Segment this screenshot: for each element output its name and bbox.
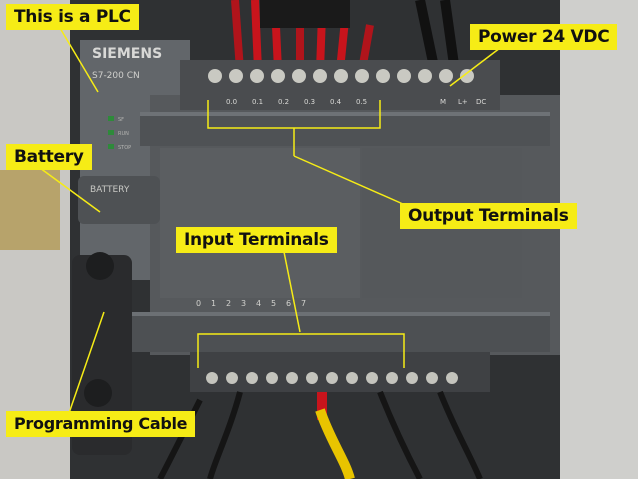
battery-cover [78, 176, 160, 224]
led-label: STOP [118, 145, 131, 151]
model-label: S7-200 CN [92, 71, 140, 81]
input-channel-label: 1 [211, 299, 216, 308]
terminal-label: 0.2 [278, 98, 289, 106]
top-screws [208, 69, 474, 83]
black-wire-bottom [437, 390, 483, 479]
yellow-wire [315, 408, 355, 479]
input-channel-label: 0 [196, 299, 201, 308]
right-wall [560, 0, 638, 479]
input-terminals-callout: Input Terminals [176, 227, 337, 253]
input-channel-label: 4 [256, 299, 261, 308]
terminal-label: 0.0 [226, 98, 237, 106]
status-leds: SF RUN STOP [108, 116, 131, 151]
red-wires [231, 0, 374, 71]
black-wire-bottom [377, 390, 423, 479]
upper-ridge-highlight [140, 112, 550, 116]
programming-cable-callout: Programming Cable [6, 411, 196, 437]
output-terminals-callout: Output Terminals [400, 203, 577, 229]
led-label: SF [118, 117, 124, 123]
terminal-label: DC [476, 98, 486, 106]
lower-ridge [120, 312, 550, 352]
upper-ridge [140, 112, 550, 146]
led-label: RUN [118, 131, 129, 137]
battery-label: BATTERY [90, 185, 130, 195]
cable-thumbscrew [84, 379, 112, 407]
plc-callout: This is a PLC [6, 4, 139, 30]
front-cover-left [160, 148, 360, 298]
input-channel-label: 5 [271, 299, 276, 308]
bottom-screws [206, 372, 458, 384]
terminal-label: L+ [458, 98, 468, 106]
terminal-label: 0.4 [330, 98, 342, 106]
terminal-label: 0.1 [252, 98, 263, 106]
black-wire-bottom [207, 391, 243, 479]
din-bracket [0, 170, 60, 250]
brand-logo: SIEMENS [92, 46, 162, 62]
terminal-label: M [440, 98, 446, 106]
cable-thumbscrew [86, 252, 114, 280]
terminal-label: 0.3 [304, 98, 315, 106]
input-channel-label: 2 [226, 299, 231, 308]
lower-ridge-highlight [120, 312, 550, 316]
input-channel-label: 6 [286, 299, 291, 308]
battery-callout: Battery [6, 144, 92, 170]
input-channel-label: 7 [301, 299, 306, 308]
wire-bundle [260, 0, 350, 28]
input-channel-label: 3 [241, 299, 246, 308]
bottom-terminal-block [190, 352, 490, 392]
terminal-label: 0.5 [356, 98, 367, 106]
power-callout: Power 24 VDC [470, 24, 618, 50]
